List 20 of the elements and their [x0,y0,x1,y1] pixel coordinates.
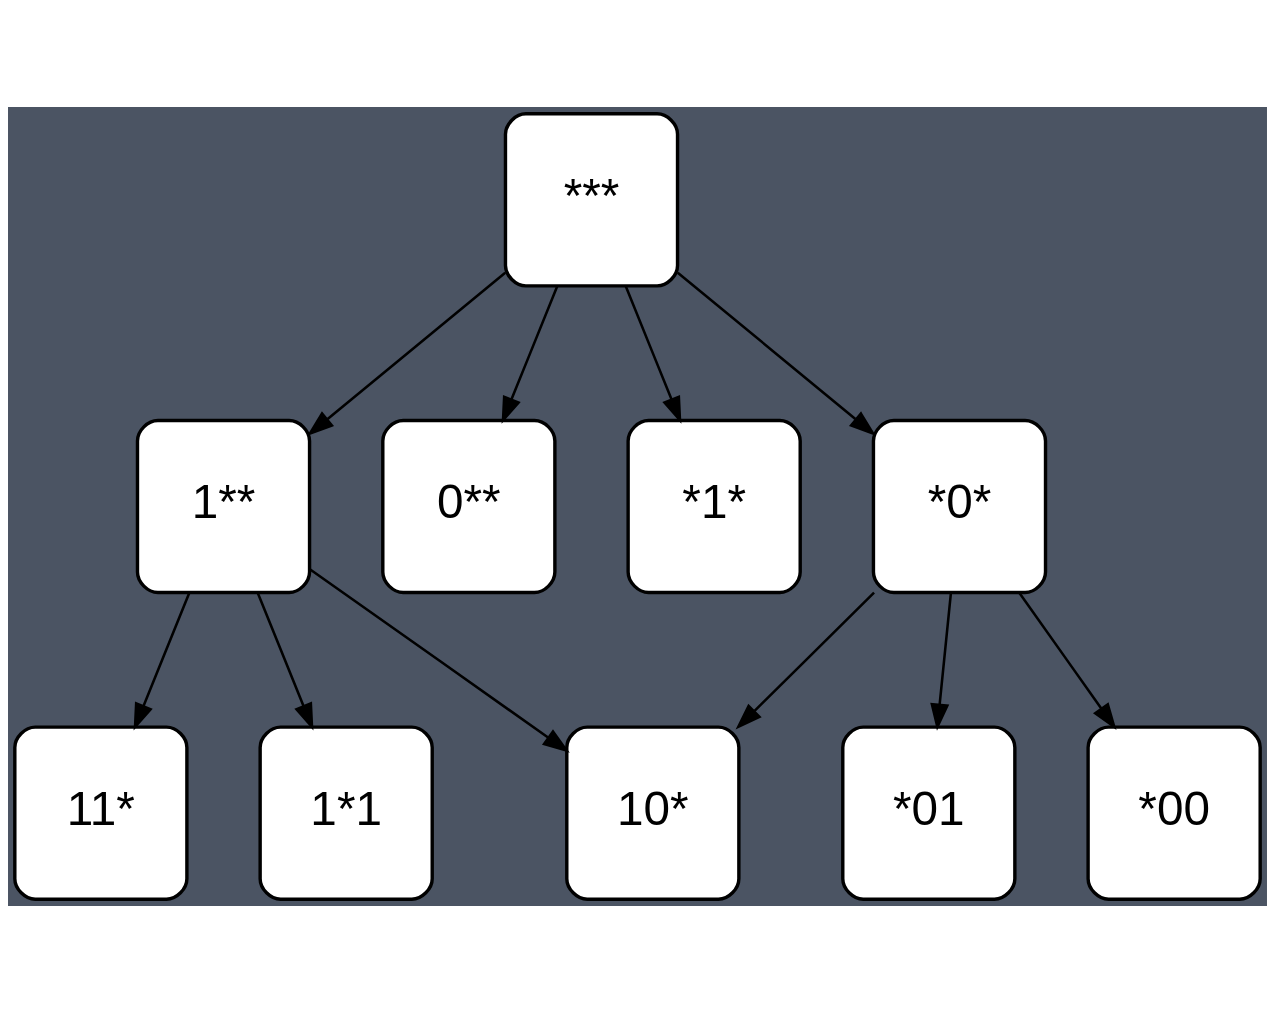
arrow [501,285,559,424]
node-box: *01 [841,725,1017,901]
arrow [306,271,507,437]
node-box: 10* [565,725,741,901]
arrow [735,591,875,730]
node-box: 1*1 [258,725,434,901]
arrow [676,271,877,437]
arrow [930,592,953,731]
node-box: *00 [1086,725,1262,901]
node-box: 1** [135,418,312,595]
node-box: *1* [626,418,802,595]
node-box: 11* [13,725,189,901]
node-box: *** [503,112,680,288]
arrow [256,592,314,731]
arrow [1018,591,1117,731]
arrow [133,592,191,731]
arrow [624,285,682,424]
node-box: 0** [381,418,557,595]
node-box: *0* [871,418,1048,595]
arrow [309,568,570,753]
